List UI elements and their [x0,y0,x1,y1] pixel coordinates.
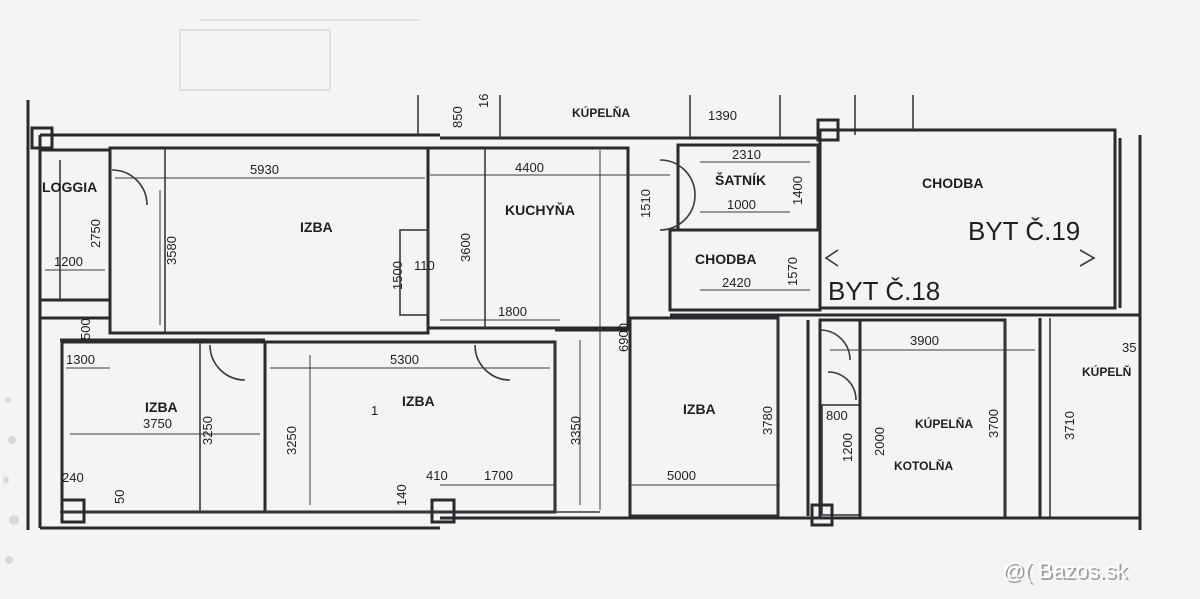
room-kotolna: KOTOLŇA [894,458,953,473]
dim-3710: 3710 [1062,411,1077,440]
room-labels: LOGGIA IZBA KUCHYŇA ŠATNÍK CHODBA CHODBA… [42,105,1131,473]
room-chodba-right: CHODBA [922,175,983,191]
dim-1000: 1000 [727,197,756,212]
dim-3580: 3580 [164,236,179,265]
dim-16: 16 [476,94,491,108]
dim-50: 50 [112,490,127,504]
dim-1200: 1200 [54,254,83,269]
dim-110: 110 [414,258,435,273]
dim-2310: 2310 [732,147,761,162]
dim-5300: 5300 [390,352,419,367]
dim-2750: 2750 [88,219,103,248]
room-izba-mid: IZBA [402,393,435,409]
watermark-shadow: @( Bazos.sk [1004,560,1130,585]
dim-3250-b: 3250 [284,426,299,455]
dim-4400: 4400 [515,160,544,175]
room-kupelna-mid: KÚPELŇA [915,416,973,431]
room-izba-right: IZBA [683,401,716,417]
room-kuchyna: KUCHYŇA [505,201,575,218]
dim-800: 800 [826,408,848,423]
dim-500: 500 [78,318,93,340]
dim-3350: 3350 [568,416,583,445]
dim-1: 1 [371,403,378,418]
dim-850: 850 [450,106,465,128]
dim-240: 240 [62,470,84,485]
room-izba-left: IZBA [145,399,178,415]
scan-artifact-top [179,19,420,91]
dim-410: 410 [426,468,448,483]
dim-1700: 1700 [484,468,513,483]
dim-6900: 6900 [616,323,631,352]
room-kupelna-top: KÚPELŇA [572,105,630,120]
dim-3750: 3750 [143,416,172,431]
dim-1300: 1300 [66,352,95,367]
scan-noise [3,397,19,564]
dim-3250-a: 3250 [200,416,215,445]
dim-1510: 1510 [638,189,653,218]
room-chodba-left: CHODBA [695,251,756,267]
dim-1500: 1500 [390,261,405,290]
apartment-label-18: BYT Č.18 [828,276,940,306]
dim-5000: 5000 [667,468,696,483]
dim-1570: 1570 [785,257,800,286]
dim-3780: 3780 [760,406,775,435]
dimension-labels: 5930 4400 2310 1390 1000 2420 1800 1200 … [54,94,1136,506]
walls [26,95,1142,530]
doors [111,159,857,401]
room-loggia: LOGGIA [42,179,97,195]
dim-1390: 1390 [708,108,737,123]
dimension-lines [45,150,1035,510]
dim-3900: 3900 [910,333,939,348]
dim-1800: 1800 [498,304,527,319]
watermark-text: @( Bazos.sk [1002,558,1128,583]
dim-1200-b: 1200 [840,433,855,462]
dim-3700: 3700 [986,409,1001,438]
entrance-markers [824,249,1096,267]
watermark: @( Bazos.sk @( Bazos.sk [1002,558,1130,585]
dim-2000: 2000 [872,427,887,456]
room-izba-top: IZBA [300,219,333,235]
dim-35: 35 [1122,340,1136,355]
dim-2420: 2420 [722,275,751,290]
dim-5930: 5930 [250,162,279,177]
room-satnik: ŠATNÍK [715,171,766,188]
apartment-label-19: BYT Č.19 [968,216,1080,246]
dim-1400: 1400 [790,176,805,205]
room-kupelna-right: KÚPELŇ [1082,364,1131,379]
dim-3600: 3600 [458,233,473,262]
dim-140: 140 [394,484,409,506]
